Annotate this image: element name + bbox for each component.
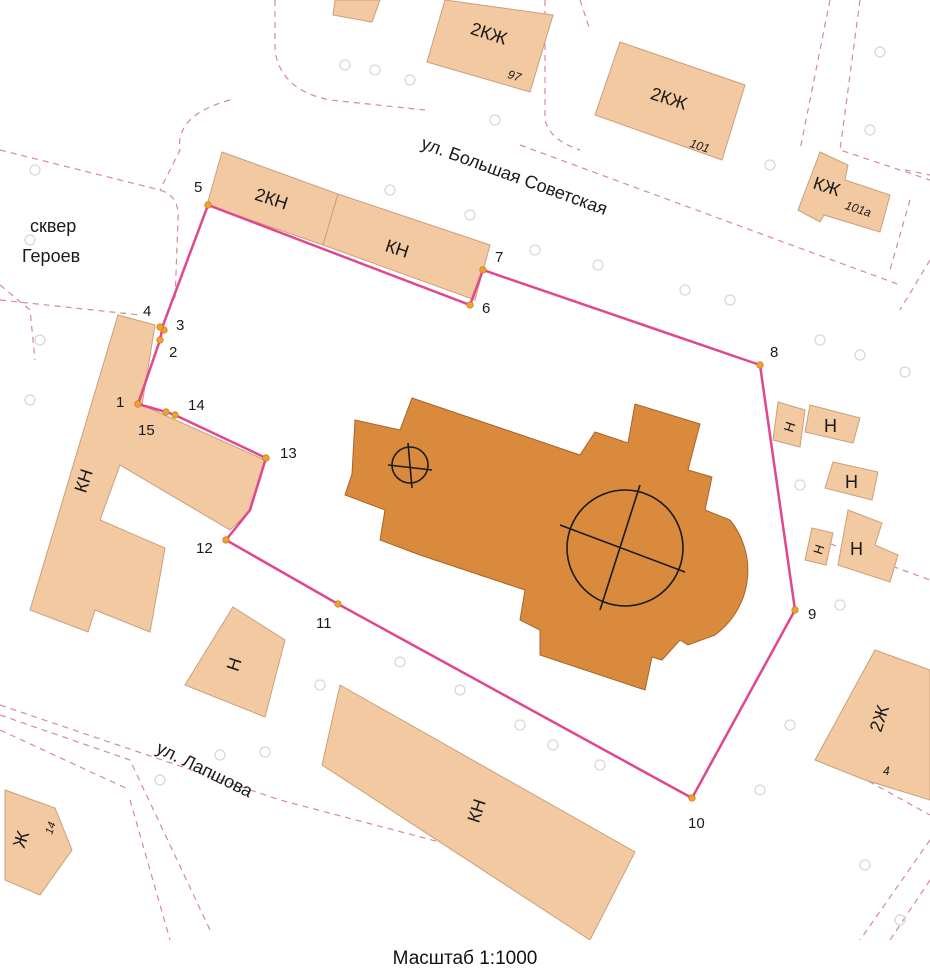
building-97-number: 97 <box>506 67 524 85</box>
building-right-n4 <box>804 527 834 566</box>
street-label-lapshova: ул. Лапшова <box>153 738 257 802</box>
buildings <box>4 0 930 940</box>
building-right-n1-type: Н <box>780 420 798 435</box>
building-2zh-4-number: 4 <box>883 764 890 778</box>
building-right-n3-type: Н <box>845 472 858 492</box>
building-101a <box>797 151 891 233</box>
point-label-11: 11 <box>316 615 332 632</box>
point-label-15: 15 <box>138 422 155 439</box>
point-label-5: 5 <box>194 179 202 196</box>
building-front-right <box>322 193 491 301</box>
site-plan-map: 1 2 3 4 5 6 7 8 9 10 11 12 13 14 15 2КЖ … <box>0 0 930 940</box>
tree-markers <box>24 46 911 926</box>
point-label-2: 2 <box>169 344 177 361</box>
point-marker-10 <box>688 794 696 802</box>
point-marker-13 <box>262 454 270 462</box>
building-101 <box>594 41 746 161</box>
point-marker-9 <box>791 606 799 614</box>
building-small-bottom-left <box>184 606 286 718</box>
building-left-long <box>29 314 266 633</box>
building-2zh-4 <box>814 649 930 801</box>
building-97 <box>426 0 554 93</box>
boundary-markers <box>134 201 799 802</box>
point-label-3: 3 <box>176 317 184 334</box>
building-right-n1 <box>772 401 806 448</box>
point-label-8: 8 <box>770 344 778 361</box>
point-label-13: 13 <box>280 445 297 462</box>
square-label-line1: сквер <box>30 216 76 236</box>
point-marker-14 <box>171 411 179 419</box>
building-zh-14-type: Ж <box>9 828 33 850</box>
building-right-n3 <box>824 461 879 501</box>
church-building <box>344 397 749 691</box>
point-marker-7 <box>479 266 487 274</box>
point-marker-6 <box>466 301 474 309</box>
map-scale-label: Масштаб 1:1000 <box>392 948 538 969</box>
building-right-n5-type: Н <box>850 539 863 559</box>
point-marker-8 <box>756 361 764 369</box>
building-bottom-big <box>321 684 636 940</box>
building-right-n4-type: Н <box>810 543 827 557</box>
point-marker-5 <box>204 201 212 209</box>
building-top-partial <box>332 0 381 23</box>
building-right-n5 <box>837 509 899 583</box>
building-zh-14-number: 14 <box>43 821 58 836</box>
point-label-14: 14 <box>188 397 205 414</box>
building-zh-14 <box>4 789 73 896</box>
building-right-n2-type: Н <box>824 416 837 436</box>
point-marker-4 <box>156 323 164 331</box>
point-label-6: 6 <box>482 300 490 317</box>
boundary-point-labels: 1 2 3 4 5 6 7 8 9 10 11 12 13 14 15 <box>116 179 816 832</box>
point-label-4: 4 <box>143 303 151 320</box>
building-101-number: 101 <box>688 136 711 156</box>
point-marker-12 <box>222 536 230 544</box>
point-marker-15 <box>162 408 170 416</box>
building-small-bottom-left-type: Н <box>223 655 246 674</box>
square-label-line2: Героев <box>22 246 80 266</box>
point-label-9: 9 <box>808 606 816 623</box>
point-label-12: 12 <box>196 540 213 557</box>
point-marker-1 <box>134 400 142 408</box>
street-label-bolshaya-sovetskaya: ул. Большая Советская <box>419 133 610 219</box>
point-label-10: 10 <box>688 815 705 832</box>
point-label-7: 7 <box>495 249 503 266</box>
point-marker-11 <box>334 600 342 608</box>
point-marker-2 <box>156 336 164 344</box>
point-label-1: 1 <box>116 394 124 411</box>
building-right-n2 <box>804 404 861 444</box>
